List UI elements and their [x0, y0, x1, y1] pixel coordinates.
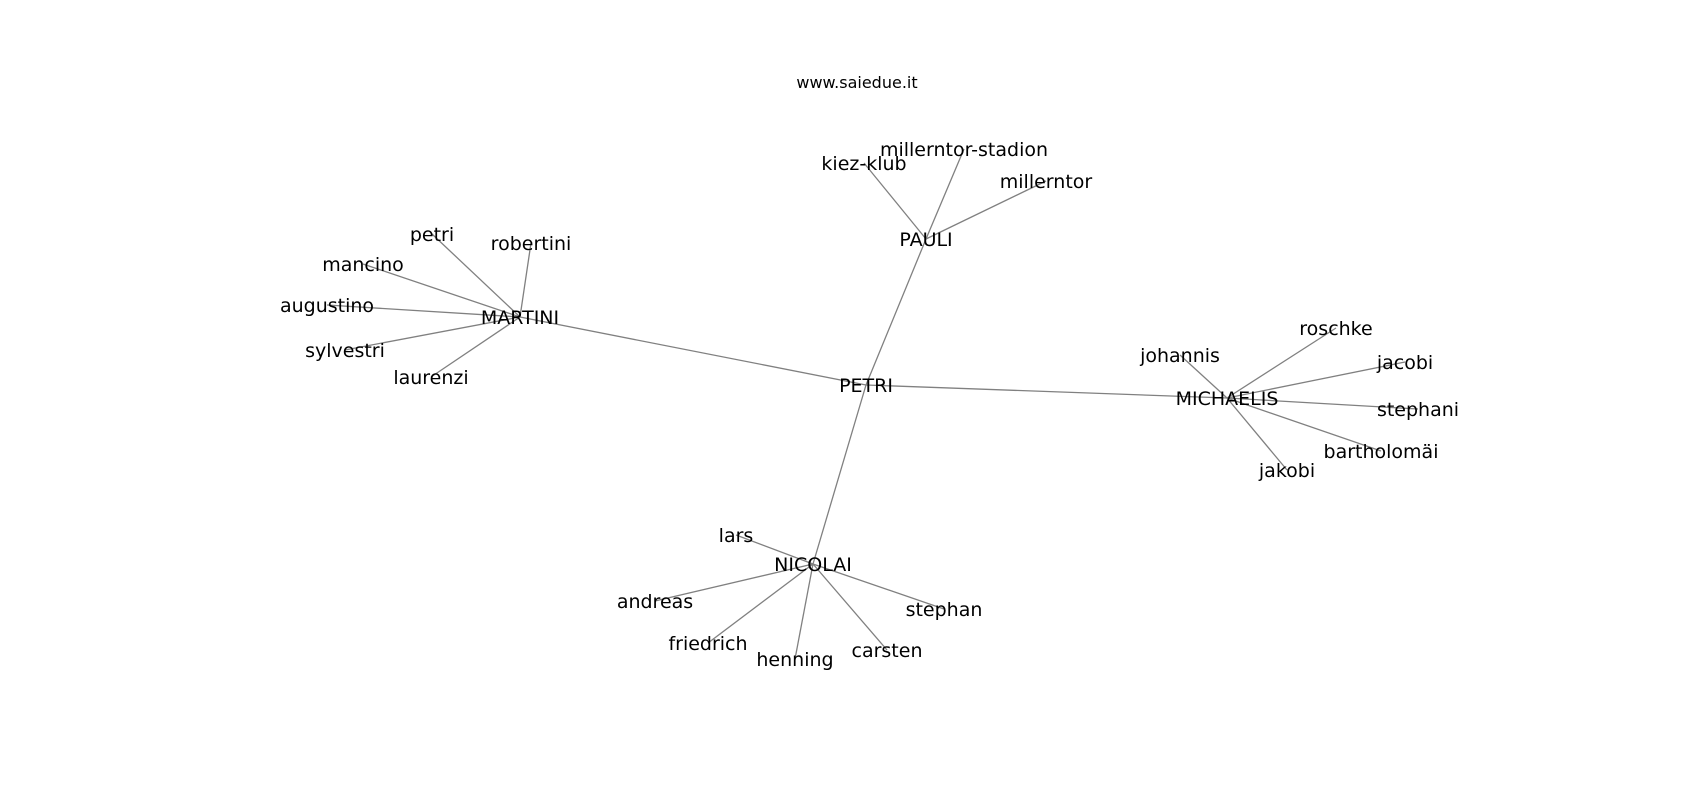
node-label-m-augustino: augustino	[280, 295, 374, 317]
node-label-nicolai: NICOLAI	[774, 554, 852, 576]
node-label-n-carsten: carsten	[852, 640, 923, 662]
node-label-mi-johannis: johannis	[1139, 345, 1220, 367]
node-label-mi-jakobi: jakobi	[1258, 460, 1315, 482]
node-label-m-robertini: robertini	[491, 233, 572, 255]
edge-nicolai-n_lars	[735, 534, 814, 565]
node-label-martini: MARTINI	[481, 307, 559, 329]
node-label-n-lars: lars	[719, 525, 754, 547]
edge-michaelis-mi_johannis	[1179, 354, 1228, 399]
node-label-n-andreas: andreas	[617, 591, 693, 613]
edge-petri-pauli	[865, 238, 927, 386]
edge-nicolai-n_andreas	[654, 563, 814, 602]
edge-michaelis-mi_jakobi	[1226, 397, 1288, 471]
edge-michaelis-mi_stephani	[1226, 397, 1419, 410]
node-label-petri: PETRI	[839, 375, 893, 397]
node-label-n-stephan: stephan	[906, 599, 983, 621]
edge-martini-m_laurenzi	[430, 316, 521, 378]
edge-petri-martini	[519, 316, 867, 386]
edge-nicolai-n_stephan	[812, 563, 945, 610]
edge-martini-m_augustino	[326, 304, 521, 318]
edge-michaelis-mi_bartholomai	[1226, 397, 1382, 452]
edge-pauli-p_stadion	[925, 148, 965, 240]
node-label-michaelis: MICHAELIS	[1176, 388, 1279, 410]
node-label-m-laurenzi: laurenzi	[393, 367, 468, 389]
node-label-m-mancino: mancino	[322, 254, 404, 276]
node-label-p-kiezklub: kiez-klub	[821, 153, 906, 175]
edge-martini-m_mancino	[362, 263, 521, 318]
node-label-m-sylvestri: sylvestri	[305, 340, 385, 362]
node-label-mi-roschke: roschke	[1299, 318, 1372, 340]
node-label-p-millerntor: millerntor	[1000, 171, 1093, 193]
edge-michaelis-mi_jacobi	[1226, 361, 1406, 399]
edges-layer	[326, 148, 1419, 660]
edge-pauli-p_kiezklub	[863, 162, 927, 240]
edge-pauli-p_millerntor	[925, 180, 1047, 240]
node-label-n-henning: henning	[756, 649, 833, 671]
edge-petri-michaelis	[865, 384, 1228, 399]
edge-martini-m_sylvestri	[344, 316, 521, 351]
node-label-mi-jacobi: jacobi	[1376, 352, 1433, 374]
edge-martini-m_robertini	[519, 242, 532, 318]
node-label-mi-bartholomai: bartholomäi	[1324, 441, 1439, 463]
edge-nicolai-n_carsten	[812, 563, 888, 651]
node-label-p-stadion: millerntor-stadion	[880, 139, 1048, 161]
node-label-m-petri: petri	[410, 224, 454, 246]
edge-nicolai-n_henning	[794, 563, 814, 660]
site-label: www.saiedue.it	[796, 73, 917, 92]
edge-michaelis-mi_roschke	[1226, 327, 1337, 399]
node-label-n-friedrich: friedrich	[668, 633, 747, 655]
node-label-mi-stephani: stephani	[1377, 399, 1459, 421]
node-label-pauli: PAULI	[899, 229, 952, 251]
edge-nicolai-n_friedrich	[707, 563, 814, 644]
edge-petri-nicolai	[812, 384, 867, 565]
nodes-layer: PETRI MARTINI PAULI MICHAELIS NICOLAI petri ro…	[280, 139, 1459, 671]
edge-martini-m_petri	[431, 233, 521, 318]
